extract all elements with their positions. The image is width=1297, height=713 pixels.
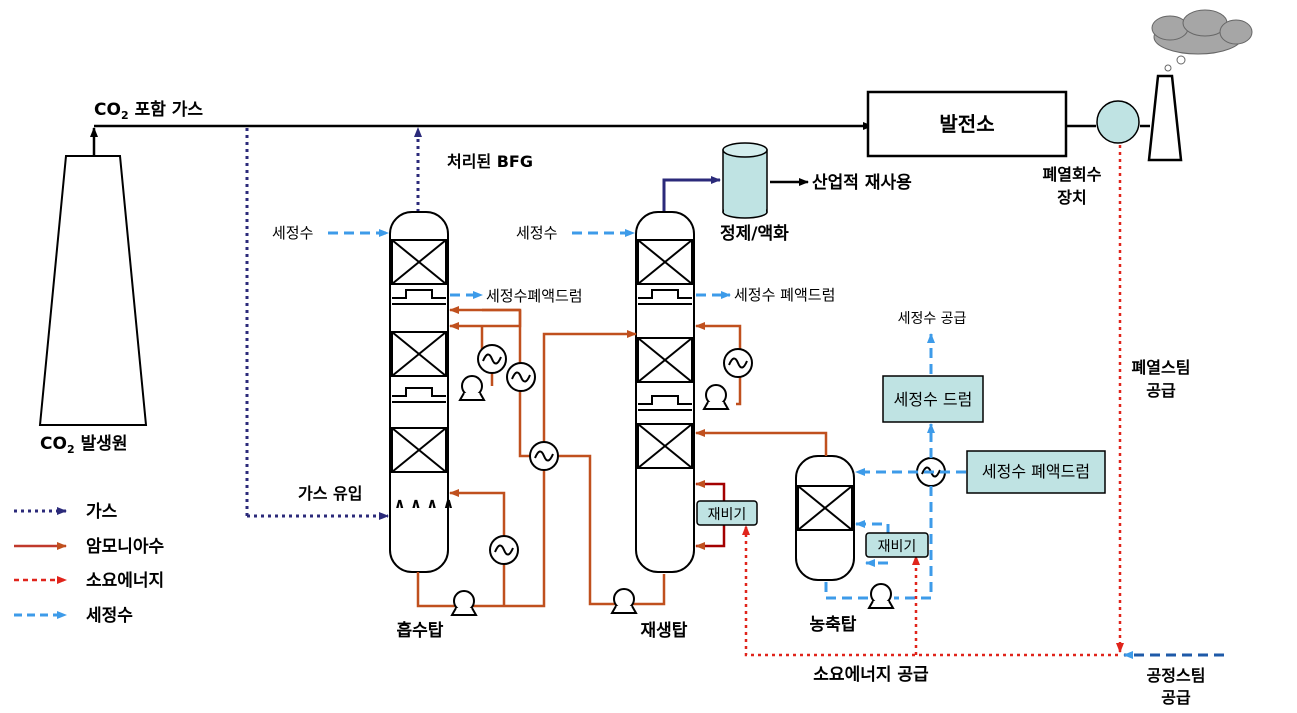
wash-water-label-2: 세정수 [516,224,557,242]
process-steam-label-2: 공급 [1161,688,1191,707]
wash-drum-label-1: 세정수폐액드럼 [486,287,583,305]
heat-recovery-label-1: 폐열회수 [1043,165,1102,184]
wash-waste-drum-label: 세정수 폐액드럼 [982,462,1090,481]
reboiler-box-1 [696,500,758,526]
legend-wash-label: 세정수 [86,606,133,626]
wash-water-label-1: 세정수 [272,224,313,242]
heat-recovery-label-2: 장치 [1057,188,1086,207]
svg-text:∧ ∧ ∧ ∧: ∧ ∧ ∧ ∧ [394,496,454,512]
wash-supply-label: 세정수 공급 [898,311,967,327]
heat-recovery-unit [1096,100,1140,144]
wash-water-drum-label: 세정수 드럼 [894,390,973,409]
ammonia-lines [416,306,828,608]
legend-energy-label: 소요에너지 [86,571,164,591]
smoke-cloud-icon [1151,9,1253,72]
chimney [1147,74,1183,162]
waste-steam-label-2: 공급 [1146,381,1176,400]
energy-lines [742,145,1124,657]
regenerator-column [635,211,695,573]
reboiler-label-2: 재비기 [878,539,917,555]
gas-inlet-label: 가스 유입 [298,484,362,503]
concentrator-column [795,455,855,581]
power-plant-box [866,90,1068,158]
concentrator-label: 농축탑 [810,614,857,635]
industrial-reuse-label: 산업적 재사용 [812,173,912,193]
wash-waste-drum-box [966,450,1106,494]
waste-steam-label-1: 폐열스팀 [1132,358,1191,377]
power-plant-label: 발전소 [939,112,994,136]
energy-supply-label: 소요에너지 공급 [813,665,929,685]
legend-ammonia-label: 암모니아수 [86,537,165,557]
purification-label: 정제/액화 [720,224,789,244]
regenerator-label: 재생탑 [641,620,688,641]
absorber-label: 흡수탑 [397,620,444,641]
absorber-column: ∧ ∧ ∧ ∧ [389,211,454,573]
co2-source-stack [38,155,148,426]
legend-gas-label: 가스 [86,502,118,522]
wash-water-drum-box [882,375,984,423]
wash-drum-label-2: 세정수 폐액드럼 [734,286,835,304]
reboiler-label-1: 재비기 [708,507,747,523]
treated-bfg-label: 처리된 BFG [447,152,533,171]
process-steam-label-1: 공정스팀 [1147,666,1206,685]
legend: 가스 암모니아수 소요에너지 세정수 [14,502,165,626]
reboiler-box-2 [865,532,929,558]
gas-lines [90,122,1150,520]
purification-tank [722,142,768,219]
